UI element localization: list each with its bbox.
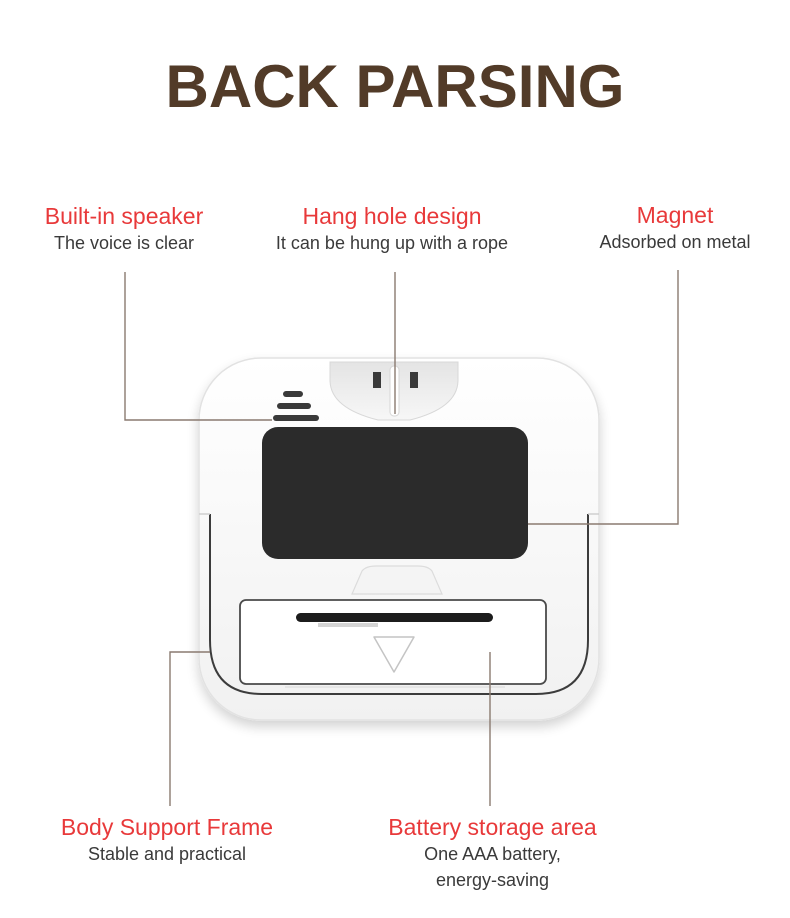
leader-line-speaker [124, 272, 272, 421]
speaker-grille-icon [273, 391, 319, 421]
callout-description: Adsorbed on metal [599, 232, 751, 252]
magnet-plate [262, 427, 528, 559]
leader-line-frame [169, 651, 210, 806]
callout-heading: Body Support Frame [60, 814, 274, 840]
page-title: BACK PARSING [165, 53, 625, 120]
down-arrow-icon [373, 636, 415, 673]
callout-battery-storage-area: Battery storage area One AAA battery, en… [360, 813, 625, 893]
leader-line-magnet [528, 270, 679, 525]
callout-description: It can be hung up with a rope [275, 233, 509, 253]
callout-description: Stable and practical [87, 844, 247, 864]
support-frame-outline [209, 514, 589, 695]
callout-magnet: Magnet Adsorbed on metal [580, 201, 770, 255]
battery-slot [296, 613, 493, 622]
callout-description-line-1: One AAA battery, [424, 844, 561, 864]
callout-heading: Hang hole design [302, 203, 482, 229]
callout-body-support-frame: Body Support Frame Stable and practical [42, 813, 292, 867]
latch-bump [351, 565, 443, 595]
callout-built-in-speaker: Built-in speaker The voice is clear [24, 202, 224, 256]
callout-hang-hole-design: Hang hole design It can be hung up with … [262, 202, 522, 256]
callout-description: The voice is clear [53, 233, 195, 253]
callout-heading: Battery storage area [388, 814, 597, 840]
callout-description-line-2: energy-saving [435, 870, 550, 890]
leader-lines [124, 270, 679, 806]
callout-heading: Magnet [636, 202, 714, 228]
callout-heading: Built-in speaker [44, 203, 204, 229]
